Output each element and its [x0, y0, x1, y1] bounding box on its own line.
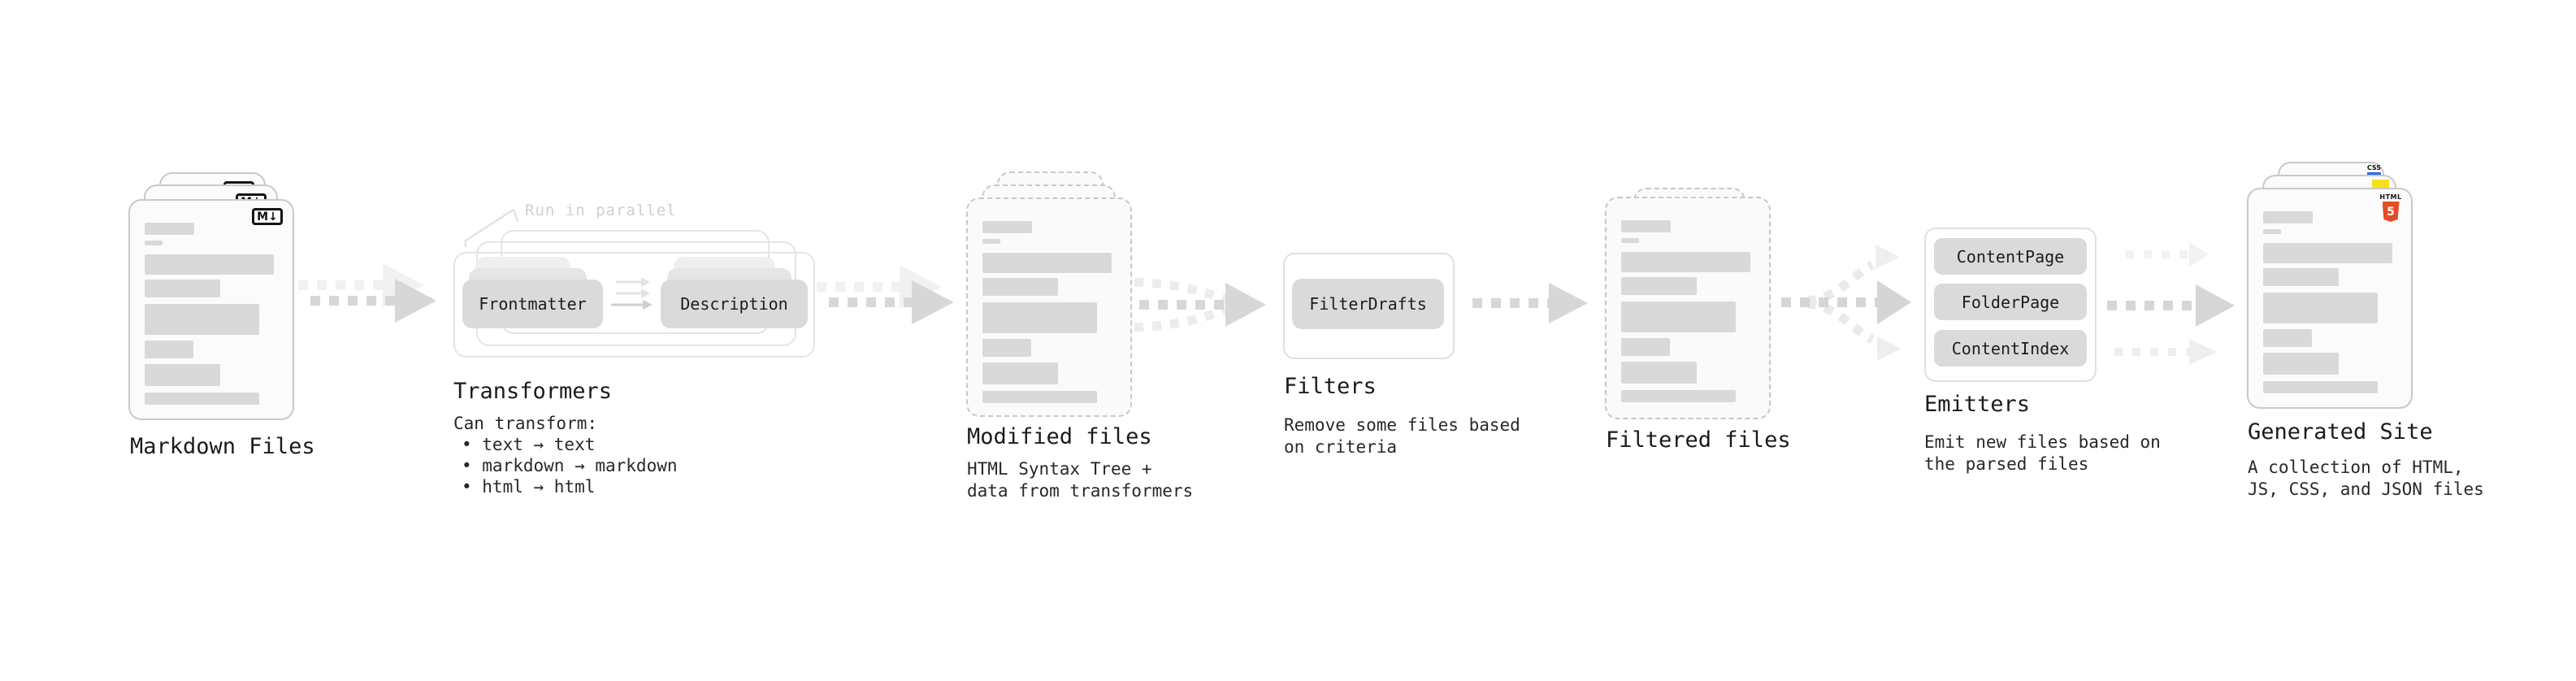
stage-label-generated-site: Generated Site: [2248, 419, 2433, 445]
arrow-emitters-to-generated-top: [2126, 242, 2209, 267]
placeholder-bar: [145, 304, 260, 335]
arrow-markdown-to-transformers-ghost: [298, 263, 424, 307]
transformers-panel-front: [453, 252, 815, 358]
placeholder-bar: [2263, 381, 2379, 393]
emitters-desc: Emit new files based on the parsed files: [1924, 432, 2161, 475]
doc-skeleton: [982, 221, 1117, 403]
desc-line: on criteria: [1284, 437, 1398, 457]
desc-line: JS, CSS, and JSON files: [2248, 479, 2484, 499]
stage-label-filters: Filters: [1284, 374, 1377, 399]
placeholder-bar: [145, 340, 193, 358]
arrow-filtered-to-emitters: [1781, 245, 1911, 361]
transformer-node-frontmatter: Frontmatter: [462, 280, 603, 328]
note-bullet: • markdown → markdown: [462, 456, 678, 475]
placeholder-bar: [1621, 238, 1639, 243]
placeholder-bar: [982, 391, 1098, 403]
html5-icon-shield: 5: [2382, 202, 2400, 222]
placeholder-bar: [2263, 329, 2312, 347]
filter-node-filterdrafts: FilterDrafts: [1292, 279, 1444, 329]
arrow-modified-to-filters: [1134, 277, 1266, 332]
placeholder-bar: [1621, 277, 1697, 295]
placeholder-bar: [145, 241, 163, 245]
placeholder-bar: [2263, 243, 2393, 263]
js-icon: [2372, 180, 2389, 188]
doc-skeleton: [1621, 220, 1756, 402]
desc-line: A collection of HTML,: [2248, 458, 2464, 477]
desc-line: Remove some files based: [1284, 415, 1520, 435]
css-icon-underline: [2366, 172, 2381, 175]
filtered-doc-card: [1605, 197, 1771, 419]
placeholder-bar: [2263, 229, 2281, 234]
arrow-transformers-to-modified-ghost: [817, 265, 942, 309]
css-icon: CSS: [2367, 165, 2381, 175]
modified-files-desc: HTML Syntax Tree + data from transformer…: [967, 458, 1193, 502]
placeholder-bar: [982, 362, 1058, 384]
stage-label-modified-files: Modified files: [967, 424, 1152, 449]
emitter-node-contentindex: ContentIndex: [1934, 330, 2087, 367]
generated-doc-card: HTML 5: [2247, 188, 2413, 409]
arrow-transformers-to-modified: [829, 280, 954, 324]
desc-line: HTML Syntax Tree +: [967, 459, 1152, 479]
desc-line: data from transformers: [967, 481, 1194, 501]
desc-line: the parsed files: [1924, 454, 2089, 474]
placeholder-bar: [145, 280, 220, 297]
filters-desc: Remove some files based on criteria: [1284, 414, 1520, 458]
placeholder-bar: [2263, 268, 2339, 286]
placeholder-bar: [982, 302, 1098, 333]
placeholder-bar: [1621, 362, 1697, 384]
html5-icon-label: HTML: [2379, 193, 2402, 201]
transformer-node-description: Description: [661, 280, 808, 328]
placeholder-bar: [145, 364, 220, 386]
placeholder-bar: [982, 278, 1058, 296]
placeholder-bar: [145, 254, 275, 275]
placeholder-bar: [1621, 301, 1737, 332]
placeholder-bar: [2263, 353, 2339, 375]
placeholder-bar: [2263, 211, 2314, 223]
arrow-emitters-to-generated-mid: [2107, 284, 2235, 327]
emitter-node-contentpage: ContentPage: [1934, 238, 2087, 275]
run-in-parallel-callout: Run in parallel: [525, 202, 677, 219]
placeholder-bar: [1621, 220, 1672, 232]
arrow-filters-to-filtered: [1472, 283, 1588, 323]
html5-icon: HTML 5: [2379, 193, 2402, 222]
placeholder-bar: [1621, 338, 1670, 356]
arrow-emitters-to-generated-bottom: [2114, 339, 2217, 365]
css-icon-label: CSS: [2366, 164, 2381, 171]
placeholder-bar: [982, 339, 1031, 357]
note-bullet: • html → html: [462, 477, 596, 497]
markdown-doc-card: M↓: [128, 199, 294, 420]
stage-label-markdown-files: Markdown Files: [130, 434, 315, 459]
generated-site-desc: A collection of HTML, JS, CSS, and JSON …: [2248, 457, 2484, 501]
markdown-icon: M↓: [252, 208, 283, 225]
placeholder-bar: [982, 239, 1000, 244]
placeholder-bar: [1621, 390, 1737, 402]
placeholder-bar: [982, 221, 1033, 233]
modified-doc-card: [966, 197, 1132, 417]
placeholder-bar: [1621, 252, 1751, 272]
placeholder-bar: [982, 253, 1112, 273]
transformers-note: Can transform: • text → text • markdown …: [453, 413, 678, 497]
arrow-markdown-to-transformers: [310, 279, 436, 323]
desc-line: Emit new files based on: [1924, 432, 2161, 452]
stage-label-emitters: Emitters: [1924, 392, 2031, 417]
doc-skeleton: [145, 223, 280, 405]
placeholder-bar: [2263, 293, 2379, 323]
note-bullet: • text → text: [462, 435, 596, 454]
stage-label-transformers: Transformers: [453, 379, 613, 404]
note-heading: Can transform:: [453, 414, 598, 433]
doc-skeleton: [2263, 211, 2398, 393]
placeholder-bar: [145, 393, 260, 405]
emitter-node-folderpage: FolderPage: [1934, 284, 2087, 320]
stage-label-filtered-files: Filtered files: [1606, 427, 1791, 453]
placeholder-bar: [145, 223, 195, 235]
